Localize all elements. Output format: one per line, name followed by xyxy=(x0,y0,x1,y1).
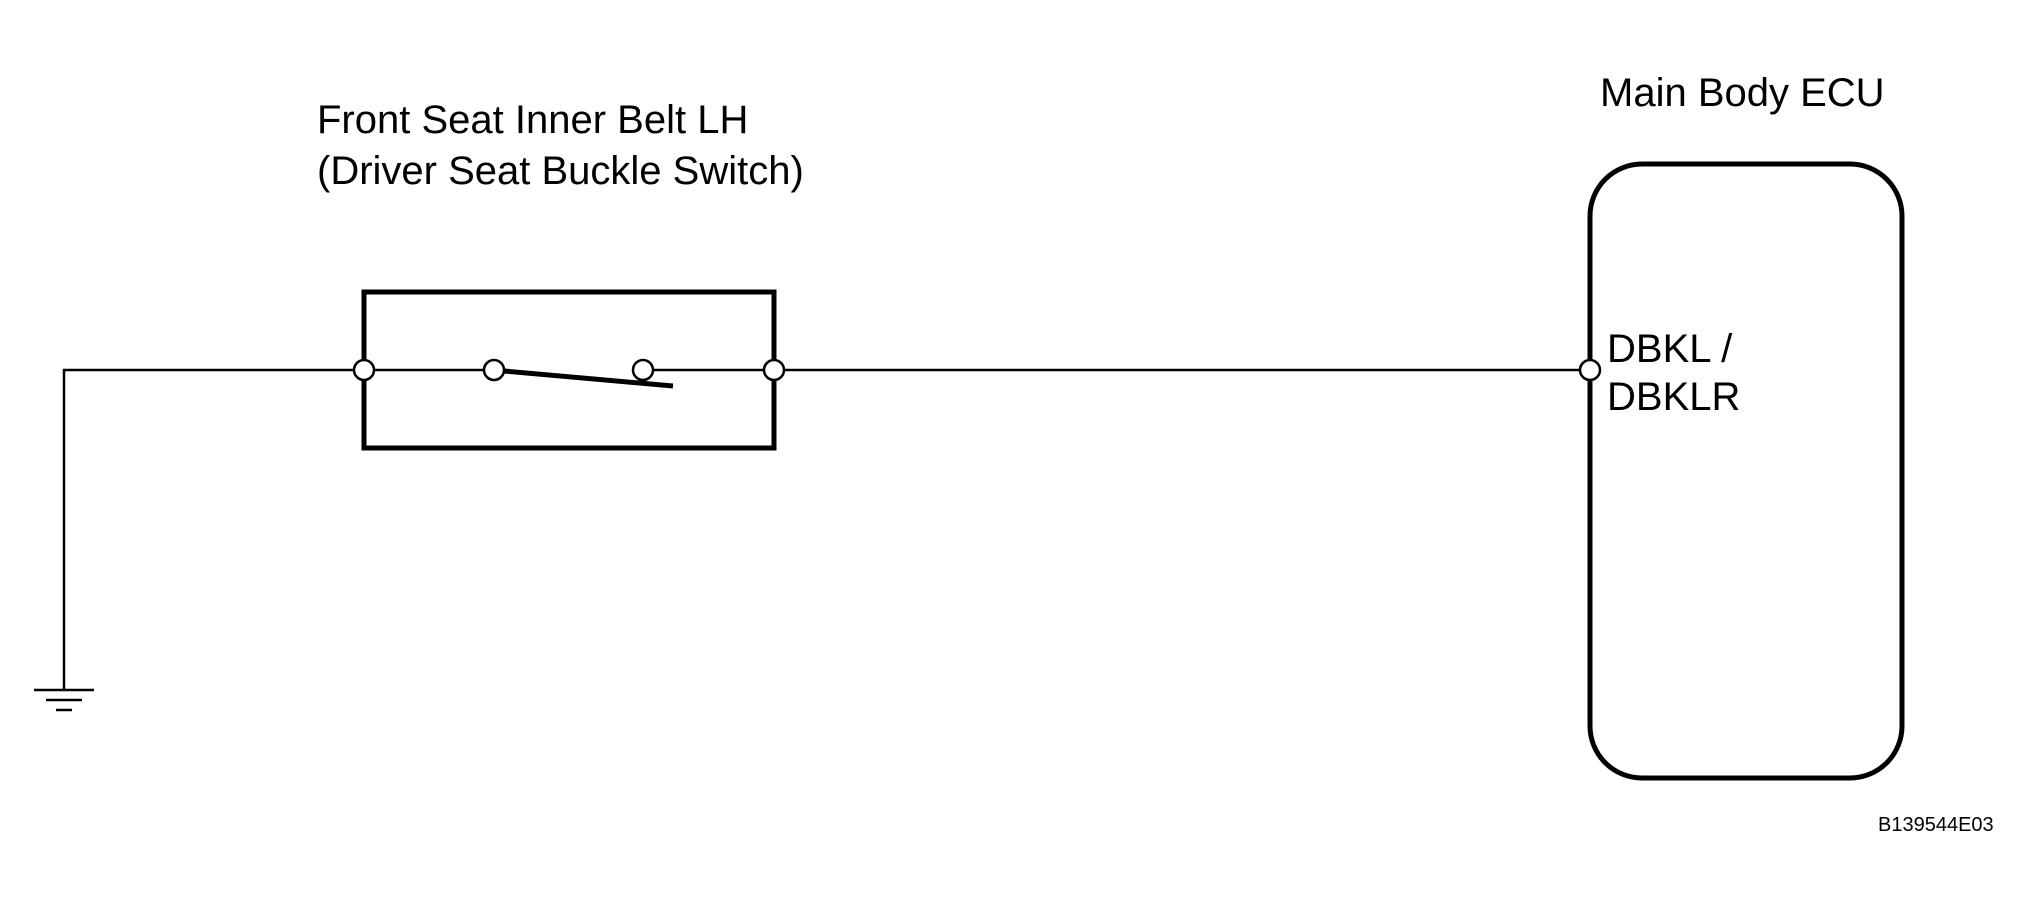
ecu-name: Main Body ECU xyxy=(1600,71,1885,115)
switch-terminal-left xyxy=(352,358,376,382)
switch-contact-fixed xyxy=(482,358,506,382)
ecu-terminal xyxy=(1578,358,1602,382)
switch-name-line2: (Driver Seat Buckle Switch) xyxy=(317,149,804,193)
figure-code: B139544E03 xyxy=(1878,814,1994,836)
switch-contact-moving xyxy=(631,358,655,382)
ecu-terminal-label-line2: DBKLR xyxy=(1607,375,1741,419)
switch-name-line1: Front Seat Inner Belt LH xyxy=(317,98,749,142)
ground-symbol xyxy=(34,688,94,712)
ecu-body xyxy=(1587,161,1905,781)
switch-lever xyxy=(503,368,674,389)
switch-terminal-right xyxy=(762,358,786,382)
ground-wire xyxy=(62,368,364,690)
ecu-terminal-label-line1: DBKL / xyxy=(1607,327,1733,371)
